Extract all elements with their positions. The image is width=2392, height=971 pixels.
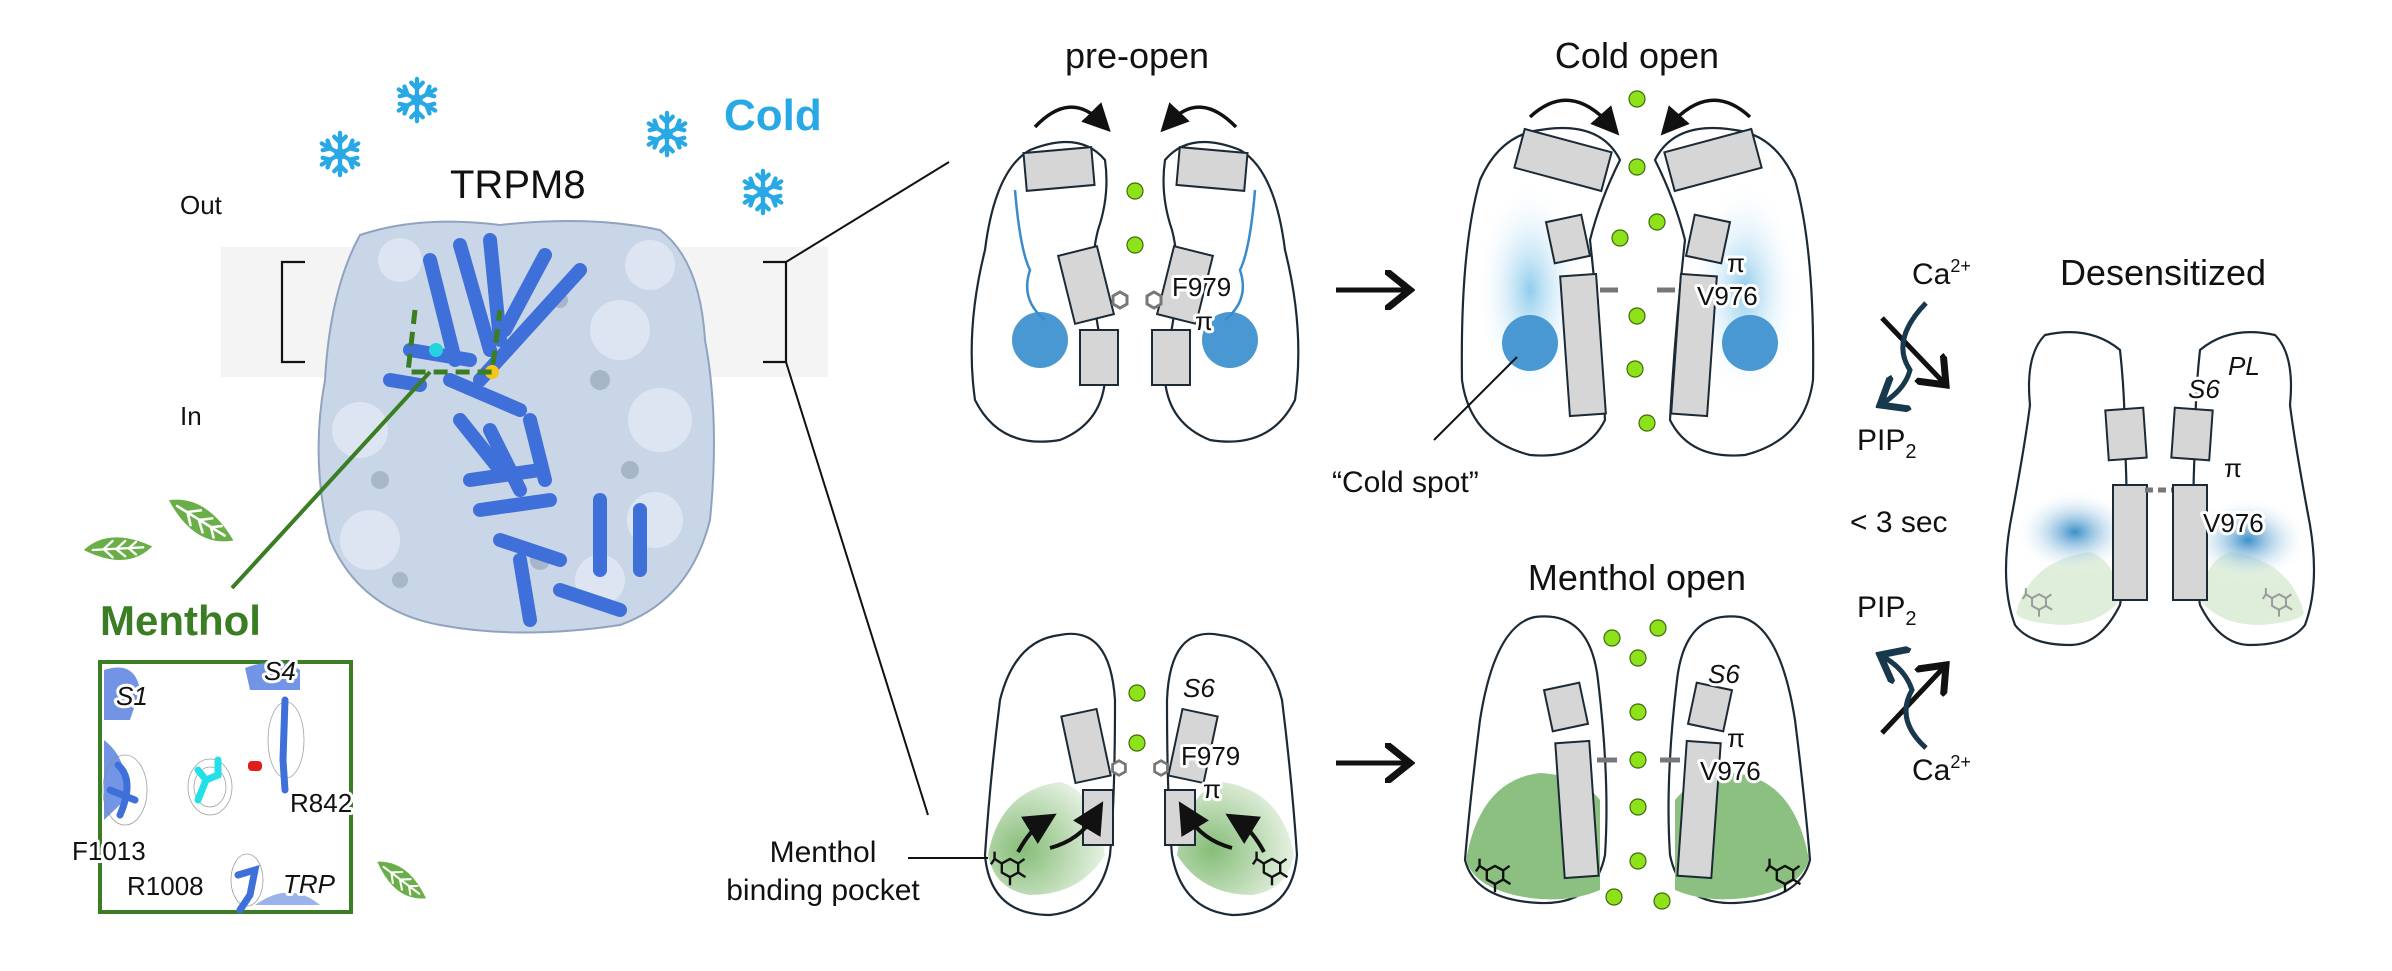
inset-label-f1013: F1013 xyxy=(72,836,146,866)
f979-sidechain-icon xyxy=(1111,290,1129,310)
ion-dot xyxy=(1126,236,1144,254)
residue-label: F979 xyxy=(1172,272,1231,302)
leaf-icon xyxy=(161,487,241,555)
structure-panel: Out In TRPM8 Cold xyxy=(69,79,950,914)
ion-column xyxy=(1611,90,1666,432)
label-menthol: Menthol xyxy=(100,597,261,644)
f979-sidechain-icon xyxy=(1145,290,1163,310)
menthol-pocket-label-line2: binding pocket xyxy=(726,874,920,907)
helix-label-s6: S6 xyxy=(1183,673,1215,703)
pi-helix-label: π xyxy=(1727,248,1745,278)
pi-helix-label: π xyxy=(1727,723,1745,753)
inset-label-r842: R842 xyxy=(290,788,352,818)
snowflake-icon xyxy=(399,79,435,121)
snowflake-icon xyxy=(745,171,781,213)
state-menthol-bound-closed: S6 F979 π Menthol binding pocket xyxy=(726,632,1299,917)
region-label-pl: PL xyxy=(2228,351,2260,381)
state-cold-open: Cold open π V976 “Cold spot” xyxy=(1332,35,1815,499)
state-title-desensitized: Desensitized xyxy=(2060,252,2266,293)
trpm8-cryoem-map xyxy=(317,220,715,634)
state-title-pre-open: pre-open xyxy=(1065,35,1209,76)
menthol-site-inset: S1 S4 R842 F1013 R1008 TRP xyxy=(69,653,355,914)
membrane-bracket-left xyxy=(280,260,305,364)
protein-name: TRPM8 xyxy=(450,163,586,207)
pore-helix-left xyxy=(1022,146,1119,386)
inset-label-s4: S4 xyxy=(264,656,296,686)
snowflake-icon xyxy=(322,133,358,175)
f979-sidechain-icon xyxy=(1111,759,1127,777)
residue-label: V976 xyxy=(1700,756,1761,786)
helix-label-s6: S6 xyxy=(1708,659,1740,689)
residue-label: F979 xyxy=(1181,741,1240,771)
menthol-pocket-label-line1: Menthol xyxy=(770,836,877,869)
label-cold: Cold xyxy=(724,91,822,140)
pi-helix-label: π xyxy=(1203,774,1221,804)
label-in: In xyxy=(180,401,202,431)
menthol-leader-line xyxy=(230,370,432,590)
ion-dot xyxy=(1126,182,1144,200)
leaf-icon xyxy=(370,851,433,909)
menthol-site-dashed-box xyxy=(405,309,503,375)
residue-label: V976 xyxy=(1697,281,1758,311)
state-title-cold-open: Cold open xyxy=(1555,35,1719,76)
ion-dot xyxy=(1128,734,1146,752)
ion-dot xyxy=(1128,684,1146,702)
inset-label-trp: TRP xyxy=(283,869,336,899)
ion-column xyxy=(1603,619,1671,910)
state-desensitized: Desensitized PL S6 π V976 xyxy=(2004,252,2316,647)
ca-label-top: Ca2+ xyxy=(1912,256,1971,291)
leaf-icon xyxy=(82,536,154,562)
membrane-bracket-right xyxy=(763,260,788,364)
desensitization-transitions: Ca2+ PIP2 < 3 sec PIP2 Ca2+ xyxy=(1850,256,1971,787)
state-pre-open: pre-open F979 π xyxy=(970,35,1300,443)
inset-label-s1: S1 xyxy=(116,681,148,711)
f979-sidechain-icon xyxy=(1153,759,1169,777)
label-out: Out xyxy=(180,190,223,220)
pi-helix-label: π xyxy=(1195,306,1213,336)
pore-helix-right xyxy=(1151,146,1249,386)
state-title-menthol-open: Menthol open xyxy=(1528,557,1746,598)
cold-spot-label: “Cold spot” xyxy=(1332,466,1479,499)
ca-label-bottom: Ca2+ xyxy=(1912,752,1971,787)
pi-helix-label: π xyxy=(2224,453,2242,483)
state-menthol-open: Menthol open S6 π V976 xyxy=(1463,557,1812,910)
helix-label-s6: S6 xyxy=(2188,374,2220,404)
snowflake-icon xyxy=(649,113,685,155)
zoom-line-bottom xyxy=(785,361,929,816)
zoom-line-top xyxy=(785,161,950,263)
inset-label-r1008: R1008 xyxy=(127,871,204,901)
residue-label: V976 xyxy=(2203,508,2264,538)
pip2-label-bottom: PIP2 xyxy=(1857,591,1916,630)
pip2-label-top: PIP2 xyxy=(1857,424,1916,463)
timing-label: < 3 sec xyxy=(1850,506,1948,539)
